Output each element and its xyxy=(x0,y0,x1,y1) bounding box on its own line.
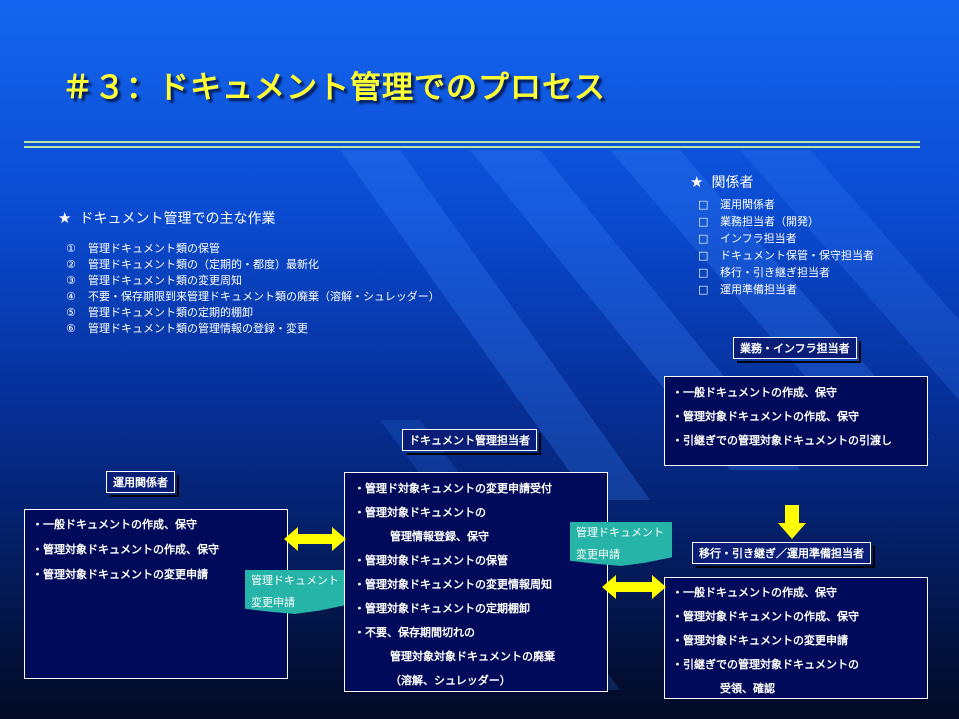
note-line: 変更申請 xyxy=(251,596,295,609)
item-text: 運用準備担当者 xyxy=(720,283,797,296)
note-line: 管理ドキュメント xyxy=(251,574,339,587)
item-text: 管理ドキュメント類の保管 xyxy=(88,242,220,255)
list-item: □ 移行・引き継ぎ担当者 xyxy=(698,264,874,281)
star-icon: ★ xyxy=(690,173,704,191)
migration-line: ・一般ドキュメントの作成、保守 xyxy=(672,586,837,599)
doc-line: 管理対象対象ドキュメントの廃棄 xyxy=(390,650,555,663)
item-text: 管理ドキュメント類の定期的棚卸 xyxy=(88,306,253,319)
migration-line: ・管理対象ドキュメントの作成、保守 xyxy=(672,610,859,623)
list-item: ⑥ 管理ドキュメント類の管理情報の登録・変更 xyxy=(66,321,440,337)
stakeholders-list: □ 運用関係者 □ 業務担当者（開発） □ インフラ担当者 □ ドキュメント保管・保守担… xyxy=(698,196,874,298)
item-marker: ⑥ xyxy=(66,322,76,335)
doc-line: （溶解、シュレッダー） xyxy=(390,674,511,687)
double-arrow-icon xyxy=(284,527,346,551)
ops-role-box xyxy=(24,509,288,679)
doc-line: 管理情報登録、保守 xyxy=(390,530,489,543)
checkbox-icon: □ xyxy=(698,232,709,245)
item-marker: ⑤ xyxy=(66,306,76,319)
migration-line: 受領、確認 xyxy=(720,682,775,695)
tasks-heading: ★ ドキュメント管理での主な作業 xyxy=(58,208,275,228)
item-marker: ④ xyxy=(66,290,76,303)
stakeholders-heading-text: 関係者 xyxy=(711,175,754,191)
item-text: 管理ドキュメント類の管理情報の登録・変更 xyxy=(88,322,308,335)
infra-line: ・一般ドキュメントの作成、保守 xyxy=(672,386,837,399)
migration-role-box xyxy=(664,577,928,699)
ops-line: ・管理対象ドキュメントの作成、保守 xyxy=(32,543,219,556)
checkbox-icon: □ xyxy=(698,198,709,211)
item-marker: ① xyxy=(66,242,76,255)
item-text: 管理ドキュメント類の（定期的・都度）最新化 xyxy=(88,258,319,271)
checkbox-icon: □ xyxy=(698,215,709,228)
stakeholders-heading: ★ 関係者 xyxy=(690,172,753,192)
doc-line: ・管理対象ドキュメントの保管 xyxy=(354,554,508,567)
migration-line: ・引継ぎでの管理対象ドキュメントの xyxy=(672,658,859,671)
doc-role-box xyxy=(344,472,608,692)
list-item: ③ 管理ドキュメント類の変更周知 xyxy=(66,273,440,289)
list-item: □ インフラ担当者 xyxy=(698,230,874,247)
item-text: 業務担当者（開発） xyxy=(720,215,819,228)
double-arrow-icon xyxy=(602,575,666,599)
list-item: □ ドキュメント保管・保守担当者 xyxy=(698,247,874,264)
down-arrow-icon xyxy=(778,505,806,539)
tasks-list: ① 管理ドキュメント類の保管 ② 管理ドキュメント類の（定期的・都度）最新化 ③ 管理… xyxy=(66,241,440,337)
doc-line: ・管理対象ドキュメントの定期棚卸 xyxy=(354,602,530,615)
item-text: 移行・引き継ぎ担当者 xyxy=(720,266,830,279)
infra-role-label: 業務・インフラ担当者 xyxy=(733,337,861,363)
item-text: 不要・保存期限到来管理ドキュメント類の廃棄（溶解・シュレッダー） xyxy=(88,290,440,303)
page-title: ＃３：ドキュメント管理でのプロセス xyxy=(62,70,606,106)
item-marker: ② xyxy=(66,258,76,271)
item-text: 管理ドキュメント類の変更周知 xyxy=(88,274,242,287)
ops-line: ・管理対象ドキュメントの変更申請 xyxy=(32,568,208,581)
doc-change-request-note: 管理ドキュメント 変更申請 xyxy=(570,522,672,566)
infra-role-box xyxy=(664,376,928,466)
list-item: ⑤ 管理ドキュメント類の定期的棚卸 xyxy=(66,305,440,321)
migration-line: ・管理対象ドキュメントの変更申請 xyxy=(672,634,848,647)
note-line: 変更申請 xyxy=(576,548,620,561)
tasks-heading-text: ドキュメント管理での主な作業 xyxy=(79,211,276,227)
item-text: インフラ担当者 xyxy=(720,232,797,245)
list-item: ① 管理ドキュメント類の保管 xyxy=(66,241,440,257)
infra-line: ・管理対象ドキュメントの作成、保守 xyxy=(672,410,859,423)
doc-line: ・管理対象ドキュメントの xyxy=(354,506,486,519)
item-text: 運用関係者 xyxy=(720,198,775,211)
doc-role-label: ドキュメント管理担当者 xyxy=(402,429,541,455)
title-divider-top xyxy=(24,141,920,143)
list-item: □ 運用準備担当者 xyxy=(698,281,874,298)
checkbox-icon: □ xyxy=(698,266,709,279)
doc-line: ・不要、保存期間切れの xyxy=(354,626,475,639)
star-icon: ★ xyxy=(58,209,72,227)
doc-line: ・管理対象ドキュメントの変更情報周知 xyxy=(354,578,552,591)
item-marker: ③ xyxy=(66,274,76,287)
title-divider-bottom xyxy=(24,146,920,148)
item-text: ドキュメント保管・保守担当者 xyxy=(720,249,874,262)
list-item: ④ 不要・保存期限到来管理ドキュメント類の廃棄（溶解・シュレッダー） xyxy=(66,289,440,305)
ops-role-label: 運用関係者 xyxy=(106,471,179,497)
list-item: □ 運用関係者 xyxy=(698,196,874,213)
ops-change-request-note: 管理ドキュメント 変更申請 xyxy=(245,570,345,614)
doc-line: ・管理ド対象キュメントの変更申請受付 xyxy=(354,482,552,495)
list-item: □ 業務担当者（開発） xyxy=(698,213,874,230)
ops-line: ・一般ドキュメントの作成、保守 xyxy=(32,518,197,531)
migration-role-label: 移行・引き継ぎ／運用準備担当者 xyxy=(692,542,875,568)
checkbox-icon: □ xyxy=(698,249,709,262)
checkbox-icon: □ xyxy=(698,283,709,296)
note-line: 管理ドキュメント xyxy=(576,526,664,539)
infra-line: ・引継ぎでの管理対象ドキュメントの引渡し xyxy=(672,434,892,447)
list-item: ② 管理ドキュメント類の（定期的・都度）最新化 xyxy=(66,257,440,273)
